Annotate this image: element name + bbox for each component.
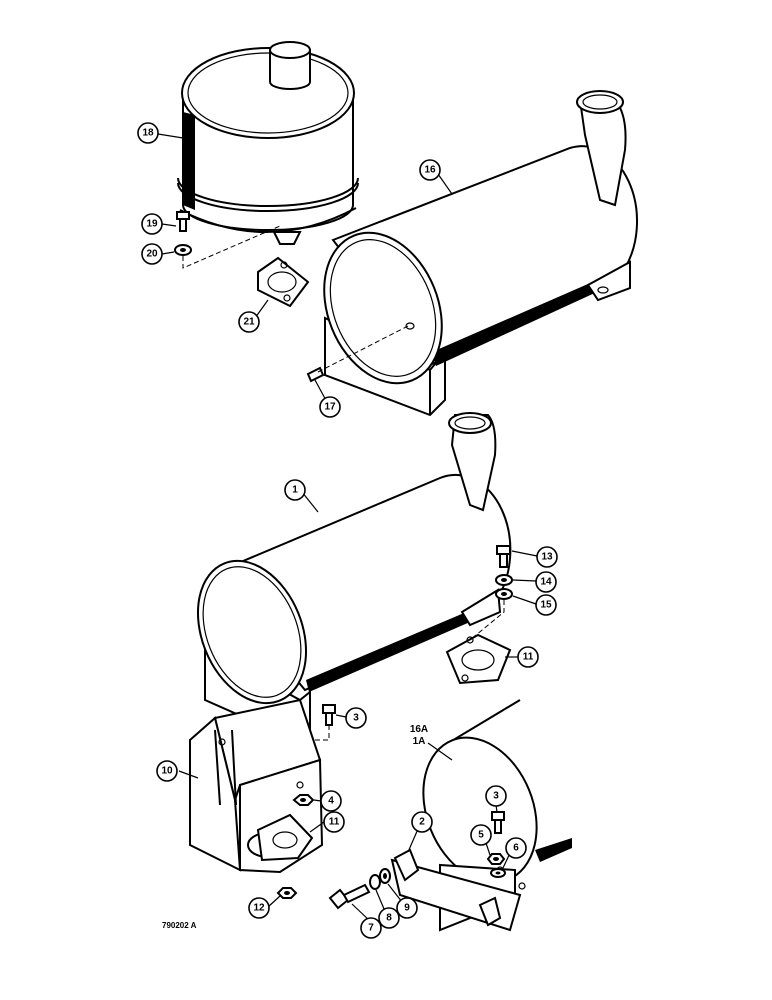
- callout-16a-1a: 16A 1A: [410, 724, 428, 747]
- callout-11-lower: 11: [323, 811, 345, 833]
- svg-text:1A: 1A: [413, 736, 426, 747]
- washer-9: [379, 868, 391, 884]
- gasket-11-right: [445, 633, 512, 685]
- nut-12: [276, 887, 298, 899]
- callout-19: 19: [141, 213, 163, 235]
- callout-16: 16: [419, 159, 441, 181]
- callout-11-right: 11: [517, 646, 539, 668]
- svg-text:16: 16: [424, 165, 436, 176]
- nut-4: [292, 794, 315, 806]
- callout-18: 18: [137, 122, 159, 144]
- washer-15: [495, 588, 513, 600]
- muffler-1: [196, 412, 512, 744]
- callout-14: 14: [535, 571, 557, 593]
- svg-text:21: 21: [243, 317, 255, 328]
- callout-5: 5: [470, 824, 492, 846]
- bolt-3-lower: [491, 811, 505, 834]
- bolt-7: [328, 883, 371, 910]
- callout-2: 2: [411, 811, 433, 833]
- muffler-16: [323, 90, 639, 417]
- callout-13: 13: [536, 546, 558, 568]
- figure-id: 790202 A: [162, 921, 197, 930]
- svg-text:3: 3: [353, 713, 359, 724]
- svg-text:1: 1: [292, 485, 298, 496]
- gasket-11-lower: [256, 813, 314, 862]
- callout-1: 1: [284, 479, 306, 501]
- setscrew-17: [306, 325, 409, 383]
- callout-4: 4: [320, 790, 342, 812]
- svg-text:7: 7: [368, 923, 374, 934]
- nut-5: [486, 853, 506, 865]
- callout-10: 10: [156, 760, 178, 782]
- callout-17: 17: [319, 396, 341, 418]
- callout-9: 9: [396, 897, 418, 919]
- dashed-guide-19: [182, 225, 281, 269]
- callout-3-lower: 3: [485, 785, 507, 807]
- svg-text:10: 10: [161, 766, 173, 777]
- callout-12: 12: [248, 897, 270, 919]
- svg-text:15: 15: [540, 600, 552, 611]
- svg-text:8: 8: [386, 913, 392, 924]
- svg-text:18: 18: [142, 128, 154, 139]
- svg-text:17: 17: [324, 402, 336, 413]
- silencer-18: [177, 41, 359, 245]
- svg-text:9: 9: [404, 903, 410, 914]
- washer-8: [369, 874, 381, 890]
- callout-15: 15: [535, 594, 557, 616]
- svg-text:13: 13: [541, 552, 553, 563]
- svg-text:11: 11: [523, 652, 534, 663]
- svg-text:11: 11: [329, 817, 340, 828]
- dashed-guide-13: [469, 600, 505, 641]
- svg-text:12: 12: [253, 903, 265, 914]
- callout-20: 20: [141, 243, 163, 265]
- callout-21: 21: [238, 311, 260, 333]
- gasket-21: [257, 256, 310, 308]
- callout-6: 6: [505, 837, 527, 859]
- svg-text:20: 20: [146, 249, 158, 260]
- washer-20: [174, 244, 192, 256]
- washer-6: [490, 868, 506, 878]
- bracket-10: [189, 698, 324, 874]
- bolt-13: [496, 545, 511, 568]
- svg-text:14: 14: [540, 577, 552, 588]
- svg-text:16A: 16A: [410, 724, 428, 735]
- lockwasher-14: [495, 574, 513, 586]
- svg-text:3: 3: [493, 791, 499, 802]
- callout-8: 8: [378, 907, 400, 929]
- bolt-19: [176, 211, 190, 232]
- callout-3-upper: 3: [345, 707, 367, 729]
- svg-text:2: 2: [419, 817, 425, 828]
- callout-7: 7: [360, 917, 382, 939]
- svg-text:4: 4: [328, 796, 334, 807]
- svg-text:19: 19: [146, 219, 158, 230]
- svg-text:5: 5: [478, 830, 484, 841]
- svg-text:6: 6: [513, 843, 519, 854]
